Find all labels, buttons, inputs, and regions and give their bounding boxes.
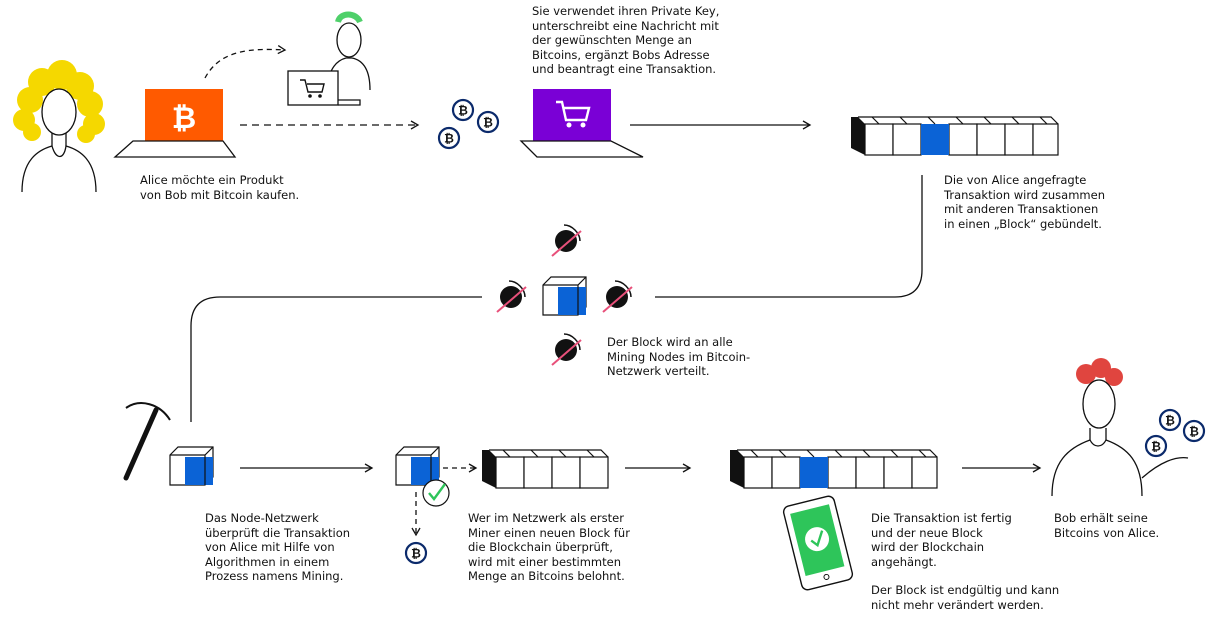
blockchain-top [851, 116, 1059, 156]
blockchain-middle [482, 449, 609, 489]
caption-bob-receives: Bob erhält seine Bitcoins von Alice. [1054, 511, 1160, 540]
caption-bundled: Die von Alice angefragte Transaktion wir… [944, 173, 1105, 231]
block-cube-verified [395, 446, 440, 486]
caption-distributed: Der Block wird an alle Mining Nodes im B… [607, 335, 751, 378]
caption-complete: Die Transaktion ist fertig und der neue … [871, 511, 1012, 569]
bob-figure [1051, 358, 1189, 497]
cart-icon [556, 100, 591, 128]
block-cube-mining [169, 446, 214, 486]
caption-alice-wants: Alice möchte ein Produkt von Bob mit Bit… [140, 173, 300, 202]
caption-final: Der Block ist endgültig und kann nicht m… [871, 583, 1060, 612]
phone-check-icon [782, 495, 854, 591]
caption-private-key: Sie verwendet ihren Private Key, untersc… [532, 4, 720, 76]
block-cube-center [542, 276, 587, 316]
pickaxe-icon [123, 402, 171, 481]
laptop-bitcoin: ₿ [113, 89, 237, 158]
bitcoin-coins-icon [437, 98, 500, 150]
mining-node-bottom [551, 333, 582, 366]
svg-text:₿: ₿ [172, 101, 196, 136]
bitcoin-reward-icon [404, 541, 428, 565]
merchant-figure [287, 11, 371, 106]
mining-node-right [602, 280, 633, 313]
bitcoin-coins-bob-icon [1144, 408, 1206, 458]
mining-node-left [496, 280, 527, 313]
alice-figure [13, 60, 105, 193]
mining-node-top [551, 224, 582, 257]
caption-first-miner: Wer im Netzwerk als erster Miner einen n… [468, 511, 630, 583]
caption-node-network: Das Node-Netzwerk überprüft die Transakt… [205, 511, 351, 583]
blockchain-final [730, 449, 938, 489]
cart-icon [300, 79, 325, 98]
check-icon [422, 479, 450, 507]
laptop-cart [519, 89, 644, 158]
